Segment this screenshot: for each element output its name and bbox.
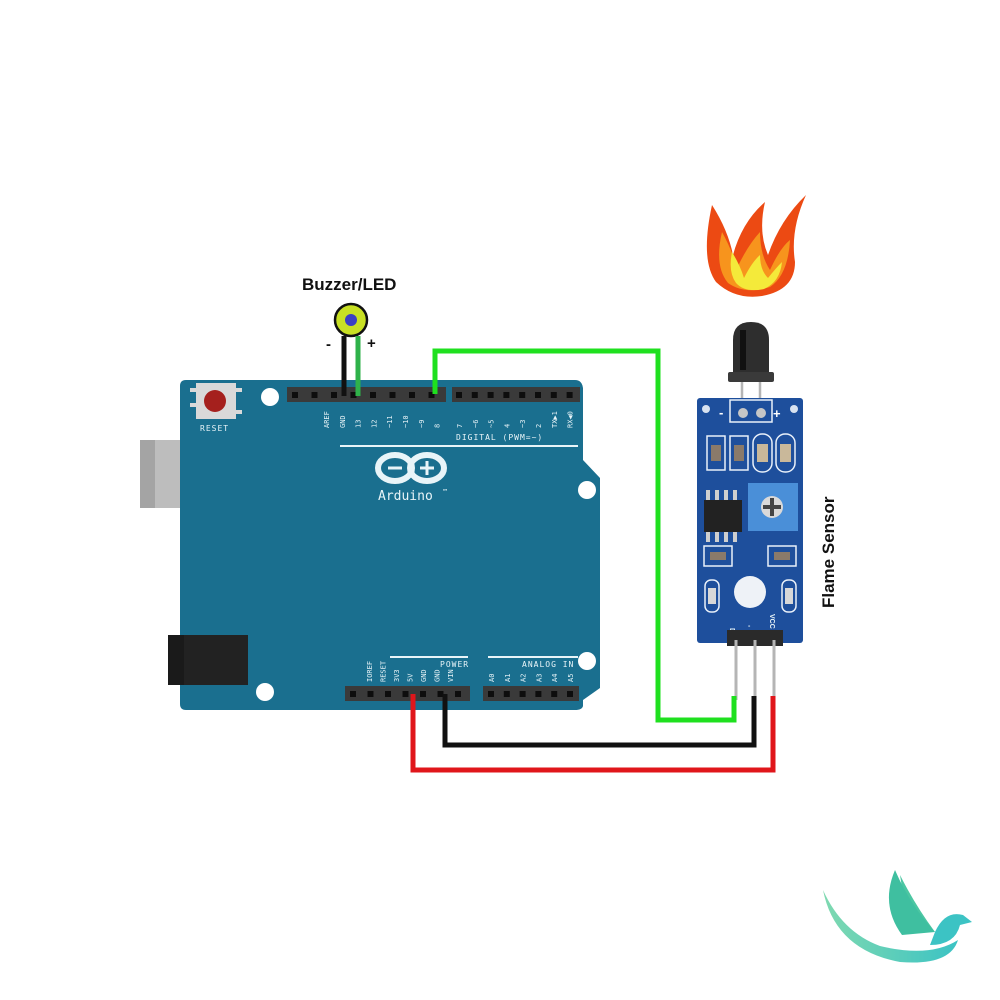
pin-label: 4 [503,424,511,428]
pin-label: A5 [567,674,575,682]
mount-hole [256,683,274,701]
pin-label: ~3 [519,420,527,428]
digital-header-left [287,387,446,402]
trademark: ™ [443,488,447,496]
header-pin-hole[interactable] [350,691,356,697]
header-pin-hole[interactable] [550,392,557,398]
reset-label: RESET [200,424,229,433]
pin-label: VIN [447,669,455,682]
arduino-brand: Arduino [378,489,433,504]
pin-label: A2 [520,674,528,682]
buzzer-led-icon [333,302,369,338]
potentiometer-knob[interactable] [748,483,798,531]
arduino-logo [375,452,447,484]
pin-label: 2 [535,424,543,428]
wire-signal-pin8[interactable] [432,348,737,723]
wire-5v[interactable] [410,694,776,773]
sensor-minus-label: - [719,405,723,420]
pin-label: 12 [370,420,378,428]
power-header-label: POWER [440,660,469,669]
analog-header [483,686,579,701]
buzzer-led-label: Buzzer/LED [302,275,396,294]
header-pin-hole[interactable] [471,392,478,398]
header-pin-hole[interactable] [292,392,298,398]
header-pin-hole[interactable] [389,392,396,398]
pin-label: GND [339,415,347,428]
header-pin-hole[interactable] [311,392,318,398]
header-pin-hole[interactable] [402,691,409,697]
header-pin-hole[interactable] [551,691,558,697]
pin-label: 7 [456,424,464,428]
digital-header-label: DIGITAL (PWM=~) [456,433,543,442]
flame-sensor-module: - + [697,322,803,700]
header-pin-hole[interactable] [535,691,542,697]
analog-header-label: ANALOG IN [522,660,574,669]
pin-label: ~9 [418,420,426,428]
pin-label: ~10 [402,415,410,428]
header-pin-hole[interactable] [331,392,337,398]
pin-label: 13 [355,420,363,428]
flame-icon [706,195,806,297]
pin-label: A1 [504,674,512,682]
sensor-pin-label-vcc: VCC [768,614,775,629]
header-pin-hole[interactable] [567,691,573,697]
watermark-logo-icon [823,870,972,963]
header-pin-hole[interactable] [503,392,510,398]
pin-label: ~5 [488,420,496,428]
header-pin-hole[interactable] [437,691,444,697]
pin-label: RESET [380,660,388,682]
pin-label: GND [434,669,442,682]
pin-label: GND [420,669,428,682]
pin-label: IOREF [366,661,374,682]
header-pin-hole[interactable] [455,691,461,697]
reset-button[interactable] [190,383,242,419]
header-pin-hole[interactable] [367,691,374,697]
mount-hole [578,481,596,499]
pin-label: A4 [551,674,559,682]
header-pin-hole[interactable] [456,392,462,398]
pin-label: RX◀0 [567,411,575,428]
pin-label: ~6 [472,420,480,428]
pin-label: AREF [323,411,331,428]
mount-hole [261,388,279,406]
sensor-pin-header [727,630,783,646]
header-pin-hole[interactable] [350,392,357,398]
header-pin-hole[interactable] [503,691,510,697]
pin-label: A0 [488,674,496,682]
header-pin-hole[interactable] [519,691,526,697]
pin-label: 5V [407,673,415,682]
header-pin-hole[interactable] [488,691,494,697]
pin-label: 8 [434,424,442,428]
mount-hole [578,652,596,670]
header-pin-hole[interactable] [535,392,541,398]
header-pin-hole[interactable] [420,691,426,697]
header-pin-hole[interactable] [385,691,391,697]
header-pin-hole[interactable] [566,392,573,398]
header-pin-hole[interactable] [487,392,494,398]
wire-gnd[interactable] [442,694,757,748]
digital-header-right [452,387,580,402]
buzzer-minus-label: - [326,336,331,353]
board-body [180,380,600,710]
pin-label: A3 [535,674,543,682]
pin-label: TX▶1 [551,411,559,428]
power-jack [168,635,248,685]
header-pin-hole[interactable] [370,392,376,398]
sensor-pin-label-gnd: - [748,623,751,630]
header-pin-hole[interactable] [409,392,415,398]
header-pin-hole[interactable] [428,392,435,398]
flame-sensor-label: Flame Sensor [819,496,838,608]
pin-label: ~11 [386,415,394,428]
wires [341,336,776,773]
ir-receiver-icon [728,322,774,405]
pin-label: 3V3 [393,669,401,682]
sensor-plus-label: + [773,406,781,421]
header-pin-hole[interactable] [519,392,526,398]
buzzer-plus-label: + [367,335,376,352]
mount-hole [734,576,766,608]
comparator-chip [704,490,742,542]
